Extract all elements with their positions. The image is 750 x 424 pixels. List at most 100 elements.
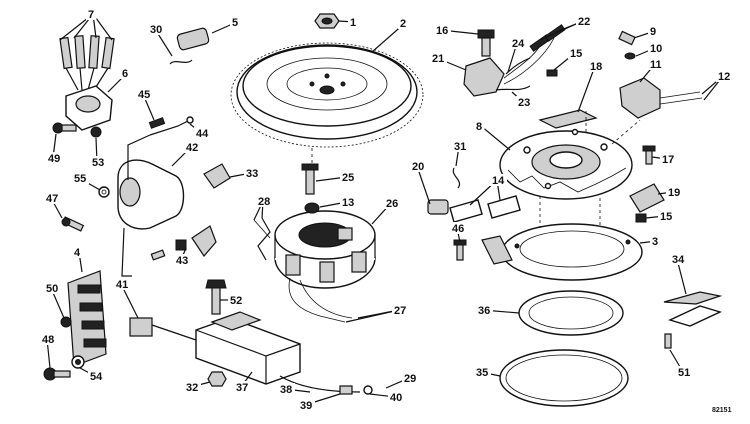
wires-44-45 [148,116,194,136]
callout-50: 50 [46,283,58,295]
flywheel-nut [314,13,340,29]
callout-6: 6 [122,68,128,80]
callout-14: 14 [492,175,505,187]
cover-19 [629,183,665,213]
callout-background [228,294,245,306]
callout-background [452,140,469,152]
callout-background [516,96,533,108]
callout-background [46,152,63,164]
callout-background [430,52,447,64]
callout-background [510,37,527,49]
callout-41: 41 [116,279,128,291]
callout-background [348,16,359,28]
callout-background [670,253,687,265]
callout-background [716,70,733,82]
callout-background [648,58,665,70]
callout-38: 38 [280,384,292,396]
callout-19: 19 [668,187,680,199]
callout-background [184,141,201,153]
callout-51: 51 [678,367,690,379]
callout-39: 39 [300,400,312,412]
callout-background [434,24,451,36]
connector-22 [503,24,566,85]
callout-22: 22 [578,16,590,28]
callout-background [40,333,57,345]
callout-23: 23 [518,97,530,109]
callout-background [388,391,405,403]
callout-background [278,383,295,395]
callout-background [244,167,261,179]
screw-51 [664,333,672,349]
callout-background [648,25,659,37]
callout-18: 18 [590,61,602,73]
callout-background [298,399,315,411]
terminal-block [67,270,107,367]
sensor-20 [427,199,449,215]
callout-21: 21 [432,53,444,65]
callout-9: 9 [650,26,656,38]
callout-background [340,171,357,183]
callout-2: 2 [400,18,406,30]
callout-29: 29 [404,373,416,385]
callout-background [450,222,467,234]
catalog-number: 82151 [712,407,732,414]
callout-43: 43 [176,255,188,267]
callout-3: 3 [652,236,658,248]
callout-24: 24 [512,38,525,50]
terminal-21 [463,57,505,97]
assembly-line [539,196,601,228]
throttle-link-34 [663,291,723,327]
spacer-13 [304,202,320,214]
screw-16 [477,29,495,57]
clip-33 [203,163,231,189]
screw-49 [52,122,77,134]
callout-17: 17 [662,154,674,166]
callout-12: 12 [718,71,730,83]
callout-background [136,88,153,100]
callout-33: 33 [246,168,258,180]
leader-line [480,125,511,151]
screw-50 [60,316,72,328]
callout-13: 13 [342,197,354,209]
callout-background [588,60,605,72]
callout-31: 31 [454,141,466,153]
callout-42: 42 [186,142,198,154]
callout-background [676,366,693,378]
callout-background [340,196,357,208]
callout-background [148,23,165,35]
callout-background [174,254,191,266]
clip-18 [538,109,598,129]
callout-background [234,381,251,393]
retainer-plate [481,223,643,281]
callout-background [86,8,97,20]
callout-background [658,210,675,222]
screw-47 [61,216,85,232]
callout-background [474,366,491,378]
washer-54 [71,355,85,369]
screw-9 [618,30,636,46]
sleeve-14 [449,195,521,223]
callout-15: 15 [660,211,672,223]
callout-background [88,370,105,382]
washer-55 [98,186,110,198]
callout-background [410,160,427,172]
power-pack [129,311,301,385]
callout-49: 49 [48,153,60,165]
elbow-43 [150,225,217,261]
callout-background [384,197,401,209]
callout-45: 45 [138,89,150,101]
callout-48: 48 [42,334,54,346]
callout-background [44,192,61,204]
callout-background [114,278,131,290]
callout-27: 27 [394,305,406,317]
callout-background [184,381,201,393]
cable-23-24 [495,57,531,91]
callout-background [576,15,593,27]
wire-28 [253,217,271,261]
callout-4: 4 [74,247,81,259]
callout-52: 52 [230,295,242,307]
leader-line [577,65,596,113]
callout-background [490,174,507,186]
